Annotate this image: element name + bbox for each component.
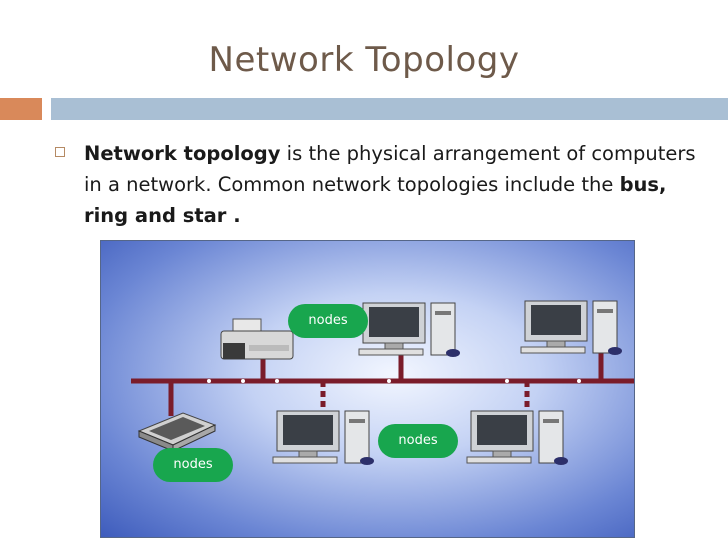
scanner-icon xyxy=(137,412,217,452)
title-divider-bar xyxy=(51,98,728,120)
bullet-text: Network topology is the physical arrange… xyxy=(84,138,704,231)
bullet-term: Network topology xyxy=(84,142,281,165)
computer-icon xyxy=(520,300,622,355)
drop-lines xyxy=(168,351,604,416)
bullet-body: is the physical arrangement of computers… xyxy=(84,142,696,196)
computer-icon xyxy=(358,302,460,357)
bullet-icon xyxy=(55,147,65,157)
printer-icon xyxy=(220,318,294,360)
node-label: nodes xyxy=(288,304,368,338)
node-label: nodes xyxy=(153,448,233,482)
title-accent-bar xyxy=(0,98,42,120)
bus-topology-diagram: nodes nodes nodes xyxy=(100,240,635,538)
slide-title: Network Topology xyxy=(208,40,520,80)
node-label: nodes xyxy=(378,424,458,458)
bus-terminators xyxy=(207,379,581,383)
computer-icon xyxy=(466,410,568,465)
bullet-emphasis: bus, ring and star . xyxy=(84,173,667,227)
computer-icon xyxy=(272,410,374,465)
diagram-canvas xyxy=(131,300,634,465)
